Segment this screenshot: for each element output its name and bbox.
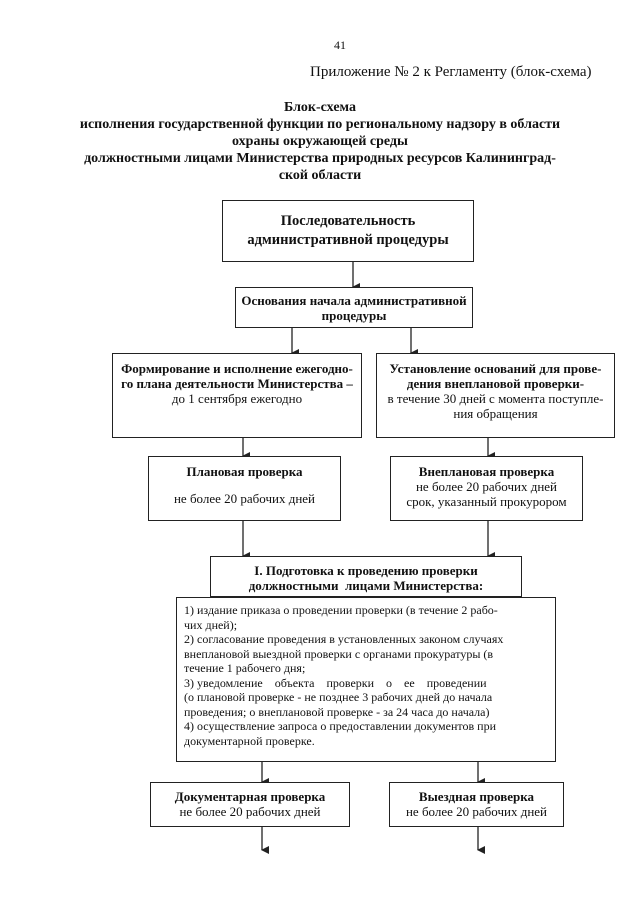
box-onsite-check: Выездная проверка не более 20 рабочих дн…: [389, 782, 564, 827]
box-procedure-sequence: Последовательность административной проц…: [222, 200, 474, 262]
annual-plan-line-2: го плана деятельности Министерства –: [121, 376, 353, 391]
unplanned-check-line-1: не более 20 рабочих дней: [415, 479, 558, 494]
box-unplanned-grounds: Установление оснований для прове- дения …: [376, 353, 615, 438]
preparation-line-2: должностными лицами Министерства:: [248, 578, 484, 593]
title-line-5: ской области: [278, 168, 362, 183]
step-4-line-2: документарной проверке.: [184, 733, 315, 748]
onsite-check-line-1: не более 20 рабочих дней: [405, 804, 548, 819]
step-3: 3) уведомление объекта проверки о ее про…: [184, 676, 549, 720]
sequence-line-1: Последовательность: [280, 213, 416, 229]
title-line-1: Блок-схема: [284, 100, 356, 115]
title-line-3: охраны окружающей среды: [232, 134, 408, 149]
planned-check-line-1: не более 20 рабочих дней: [173, 491, 316, 506]
step-3-line-2: (о плановой проверке - не позднее 3 рабо…: [184, 690, 493, 704]
annual-plan-line-1: Формирование и исполнение ежегодно-: [121, 361, 353, 376]
annual-plan-line-3: до 1 сентября ежегодно: [171, 391, 303, 406]
step-1: 1) издание приказа о проведении проверки…: [184, 603, 549, 632]
step-1-line-2: чих дней);: [184, 617, 238, 632]
box-annual-plan: Формирование и исполнение ежегодно- го п…: [112, 353, 362, 438]
box-documentary-check: Документарная проверка не более 20 рабоч…: [150, 782, 350, 827]
box-unplanned-check: Внеплановая проверка не более 20 рабочих…: [390, 456, 583, 521]
step-1-line-1: 1) издание приказа о проведении проверки…: [184, 603, 498, 617]
unplanned-grounds-line-3: в течение 30 дней с момента поступле-: [387, 391, 604, 406]
unplanned-check-title: Внеплановая проверка: [418, 464, 555, 479]
documentary-check-title: Документарная проверка: [174, 789, 326, 804]
step-3-line-1: 3) уведомление объекта проверки о ее про…: [184, 675, 487, 690]
appendix-note: Приложение № 2 к Регламенту (блок-схема): [310, 64, 592, 80]
step-3-line-3: проведения; о внеплановой проверке - за …: [184, 704, 490, 719]
step-2-line-2: внеплановой выездной проверки с органами…: [184, 646, 494, 661]
step-2-line-1: 2) согласование проведения в установленн…: [184, 632, 504, 646]
documentary-check-line-1: не более 20 рабочих дней: [179, 804, 321, 819]
preparation-line-1: I. Подготовка к проведению проверки: [254, 563, 478, 578]
step-2-line-3: течение 1 рабочего дня;: [184, 661, 306, 675]
box-planned-check: Плановая проверка не более 20 рабочих дн…: [148, 456, 341, 521]
box-preparation: I. Подготовка к проведению проверки долж…: [210, 556, 522, 597]
sequence-line-2: административной процедуры: [247, 232, 449, 248]
onsite-check-title: Выездная проверка: [418, 789, 535, 804]
grounds-line-1: Основания начала административной: [241, 293, 467, 308]
box-procedure-grounds: Основания начала административной процед…: [235, 287, 473, 328]
step-4: 4) осуществление запроса о предоставлени…: [184, 719, 549, 748]
unplanned-grounds-line-2: дения внеплановой проверки-: [406, 376, 585, 391]
diagram-title: Блок-схема исполнения государственной фу…: [60, 99, 580, 184]
unplanned-check-line-2: срок, указанный прокурором: [406, 494, 567, 509]
page-number: 41: [334, 38, 346, 52]
step-2: 2) согласование проведения в установленн…: [184, 632, 549, 676]
title-line-2: исполнения государственной функции по ре…: [79, 117, 561, 132]
box-preparation-steps: 1) издание приказа о проведении проверки…: [176, 597, 556, 762]
title-line-4: должностными лицами Министерства природн…: [84, 151, 556, 166]
unplanned-grounds-line-1: Установление оснований для прове-: [389, 361, 602, 376]
unplanned-grounds-line-4: ния обращения: [453, 406, 538, 421]
grounds-line-2: процедуры: [321, 308, 387, 323]
planned-check-title: Плановая проверка: [186, 464, 303, 479]
step-4-line-1: 4) осуществление запроса о предоставлени…: [184, 719, 496, 733]
